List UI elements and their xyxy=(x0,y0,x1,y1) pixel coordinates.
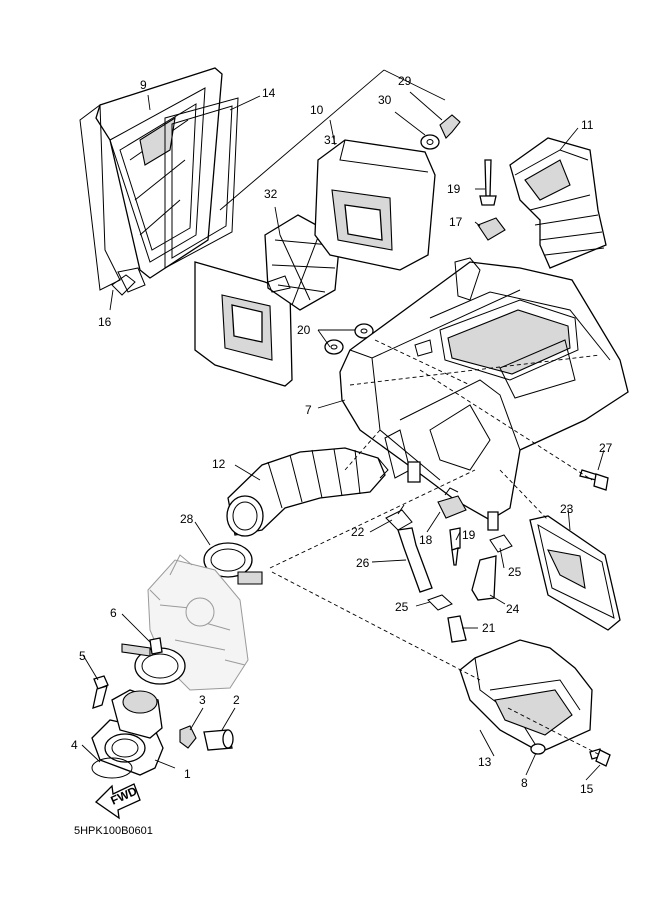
part-21-plug xyxy=(447,615,467,643)
part-12-intake-hose xyxy=(226,447,389,537)
part-19-pin-upper xyxy=(479,159,497,206)
part-29-wing-bolt xyxy=(439,114,461,139)
part-26-breather-hose xyxy=(397,461,433,593)
part-2-cap xyxy=(203,729,234,751)
part-19-pin-lower xyxy=(449,527,461,566)
callout-28: 28 xyxy=(180,512,194,526)
part-11-intake-duct xyxy=(509,137,607,269)
callout-22: 22 xyxy=(351,525,365,539)
part-7-air-filter-case xyxy=(339,257,629,521)
part-24-drain-tube xyxy=(471,511,499,601)
callout-5: 5 xyxy=(79,649,86,663)
part-27-bolt xyxy=(579,469,609,491)
callout-2: 2 xyxy=(233,693,240,707)
callout-15: 15 xyxy=(580,782,594,796)
callout-23: 23 xyxy=(560,502,574,516)
part-23-screen xyxy=(529,515,621,631)
callout-3: 3 xyxy=(199,693,206,707)
part-20-washers xyxy=(324,323,374,355)
callout-30: 30 xyxy=(378,93,392,107)
callout-10: 10 xyxy=(310,103,324,117)
callout-6: 6 xyxy=(110,606,117,620)
callout-25-upper: 25 xyxy=(508,565,522,579)
callout-13: 13 xyxy=(478,755,492,769)
callout-21: 21 xyxy=(482,621,496,635)
part-25-clip-upper xyxy=(489,534,513,553)
part-4-o-ring xyxy=(91,757,133,779)
part-1-manifold-joint xyxy=(91,689,164,776)
callout-11: 11 xyxy=(581,118,594,132)
callout-4: 4 xyxy=(71,738,78,752)
callout-32: 32 xyxy=(264,187,278,201)
callout-9: 9 xyxy=(140,78,147,92)
part-16-clip xyxy=(111,274,136,296)
part-6-clamp xyxy=(121,637,186,685)
part-9-filter-cover xyxy=(79,67,223,293)
callout-17: 17 xyxy=(449,215,463,229)
part-10-air-element xyxy=(314,139,436,271)
callout-27: 27 xyxy=(599,441,613,455)
part-3-clip xyxy=(179,725,197,749)
part-25-clip-lower xyxy=(427,594,453,611)
callout-19-upper: 19 xyxy=(447,182,461,196)
callout-25-lower: 25 xyxy=(395,600,409,614)
part-31-element-frame xyxy=(194,261,293,387)
part-8-grommet xyxy=(530,743,546,755)
part-17-grommet xyxy=(477,217,506,241)
part-15-screw xyxy=(589,748,611,767)
callout-1: 1 xyxy=(184,767,191,781)
callout-7: 7 xyxy=(305,403,312,417)
part-14-gasket xyxy=(164,97,239,269)
callout-18: 18 xyxy=(419,533,433,547)
callout-29: 29 xyxy=(398,74,412,88)
callout-14: 14 xyxy=(262,86,276,100)
callout-26: 26 xyxy=(356,556,370,570)
part-18-fitting xyxy=(437,487,467,519)
drawing-code: 5HPK100B0601 xyxy=(74,825,153,837)
part-30-washer xyxy=(420,134,440,150)
callout-19-lower: 19 xyxy=(462,528,476,542)
callout-16: 16 xyxy=(98,315,112,329)
callout-31: 31 xyxy=(324,133,338,147)
fwd-arrow: FWD xyxy=(94,783,141,820)
callout-12: 12 xyxy=(212,457,226,471)
part-5-bolt xyxy=(92,675,109,709)
callout-20: 20 xyxy=(297,323,311,337)
part-28-hose-clamp xyxy=(203,542,263,585)
callout-labels: 1 2 3 4 5 6 7 8 9 10 11 12 13 14 15 16 1… xyxy=(71,74,613,796)
callout-24: 24 xyxy=(506,602,520,616)
part-13-case-cover xyxy=(459,639,593,753)
part-22-clip xyxy=(385,504,413,531)
leader-lines xyxy=(81,69,605,781)
callout-8: 8 xyxy=(521,776,528,790)
